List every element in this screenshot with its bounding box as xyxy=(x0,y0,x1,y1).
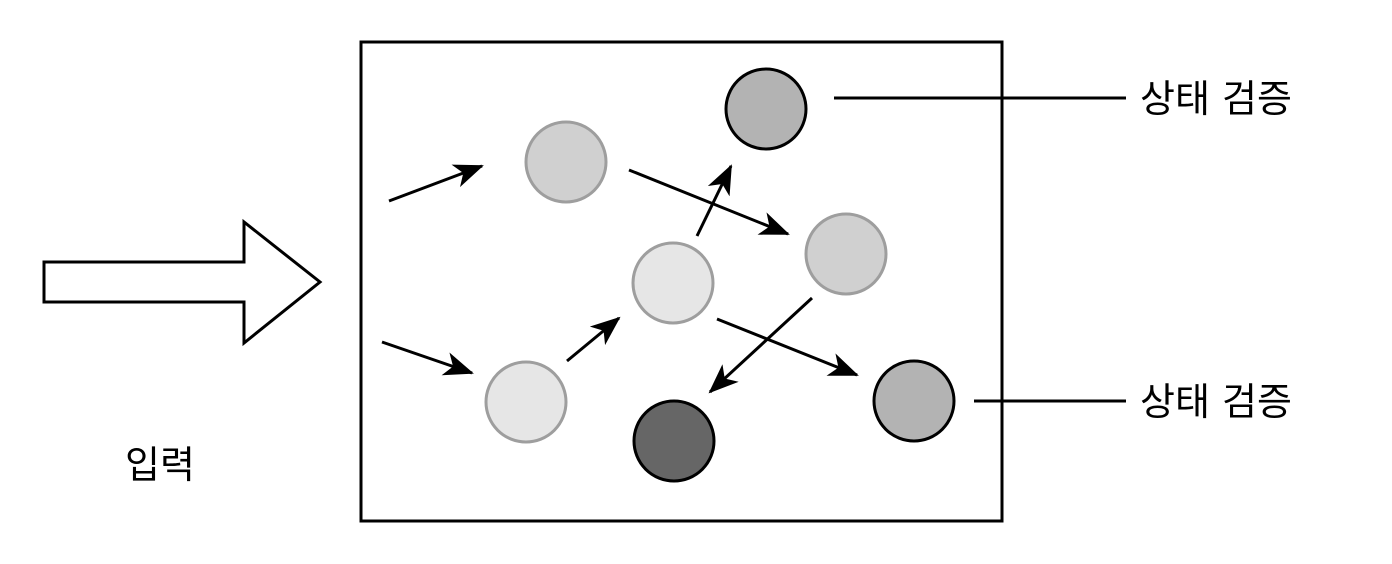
flow-arrows xyxy=(381,164,859,394)
state-nodes xyxy=(484,67,956,483)
arrow-n1-to-n4 xyxy=(628,168,790,236)
state-node xyxy=(804,212,888,296)
arrow-n3-to-n6 xyxy=(716,317,859,377)
entry-arrow-bottom xyxy=(381,340,474,376)
state-node xyxy=(631,241,715,325)
state-node-dark xyxy=(632,399,716,483)
input-arrow xyxy=(42,218,323,347)
arrow-n3-to-n1 xyxy=(695,164,733,237)
verified-state-node-top xyxy=(724,67,808,151)
arrow-n4-to-n5 xyxy=(708,296,814,394)
verify-label-bottom: 상태 검증 xyxy=(1140,380,1292,424)
entry-arrow-top xyxy=(388,164,484,203)
input-label: 입력 xyxy=(125,443,195,487)
verify-label-top: 상태 검증 xyxy=(1140,77,1292,121)
arrow-n2-to-n3 xyxy=(566,316,621,363)
state-node xyxy=(524,120,608,204)
state-node xyxy=(484,360,568,444)
verified-state-node-bottom xyxy=(872,359,956,443)
